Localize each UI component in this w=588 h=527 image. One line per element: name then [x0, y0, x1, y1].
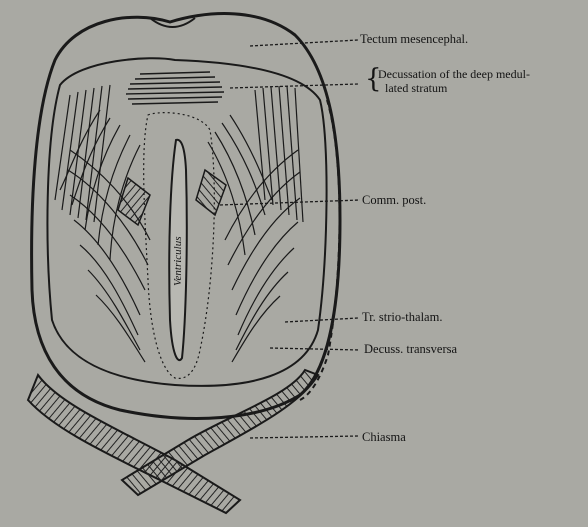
tectum-label: Tectum mesencephal. [360, 32, 468, 47]
right-fibre-tracts [208, 86, 303, 362]
chiasma-label: Chiasma [362, 430, 406, 445]
ventriculus-label: Ventriculus [172, 237, 184, 287]
decussation-label-line1: Decussation of the deep medul- [378, 68, 530, 81]
chiasma-drawing [28, 370, 318, 513]
comm-post-label: Comm. post. [362, 193, 426, 208]
decussation-label-line2: lated stratum [385, 82, 447, 95]
decussation-lines [126, 72, 224, 104]
tr-strio-label: Tr. strio-thalam. [362, 310, 442, 325]
decuss-transversa-label: Decuss. transversa [364, 342, 457, 357]
